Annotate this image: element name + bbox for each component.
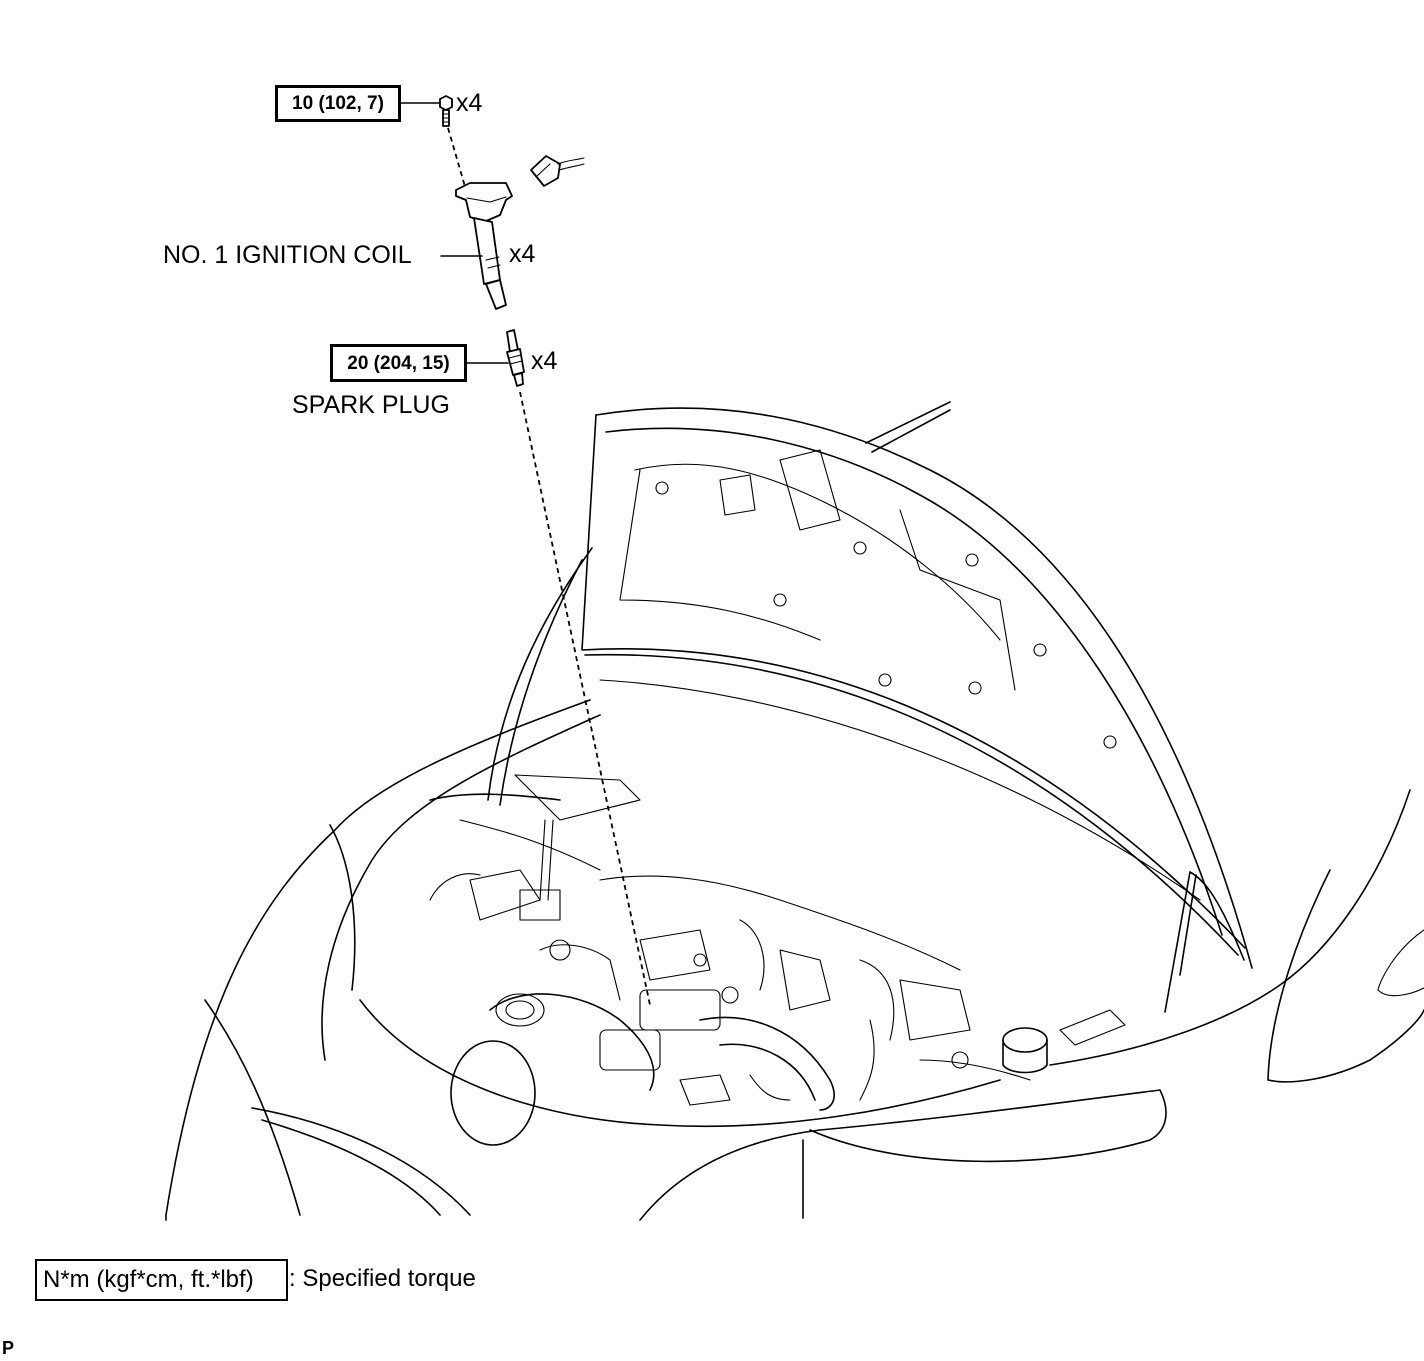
ignition-coil-label: NO. 1 IGNITION COIL bbox=[163, 241, 412, 269]
spark-plug-guide-line bbox=[519, 391, 651, 1006]
vehicle-body bbox=[165, 547, 1424, 1221]
spark-plug-torque-box: 20 (204, 15) bbox=[330, 344, 467, 382]
bolt-torque-box: 10 (102, 7) bbox=[275, 85, 401, 122]
bolt-icon bbox=[399, 95, 453, 127]
spark-plug-quantity: x4 bbox=[531, 347, 558, 375]
torque-unit-legend-box: N*m (kgf*cm, ft.*lbf) bbox=[35, 1259, 288, 1301]
bolt-quantity: x4 bbox=[456, 89, 483, 117]
ignition-coil-icon bbox=[440, 182, 513, 310]
engine-components bbox=[429, 774, 1126, 1111]
bolt-guide-line bbox=[447, 127, 467, 191]
torque-legend-description: : Specified torque bbox=[289, 1265, 476, 1292]
hood-prop-rod bbox=[865, 401, 1245, 1013]
ignition-coil-quantity: x4 bbox=[509, 240, 536, 268]
open-hood bbox=[581, 407, 1253, 969]
spark-plug-label: SPARK PLUG bbox=[292, 391, 450, 419]
spark-plug-icon bbox=[465, 329, 525, 387]
connector-icon bbox=[530, 155, 585, 187]
illustration-code: P bbox=[2, 1338, 15, 1358]
